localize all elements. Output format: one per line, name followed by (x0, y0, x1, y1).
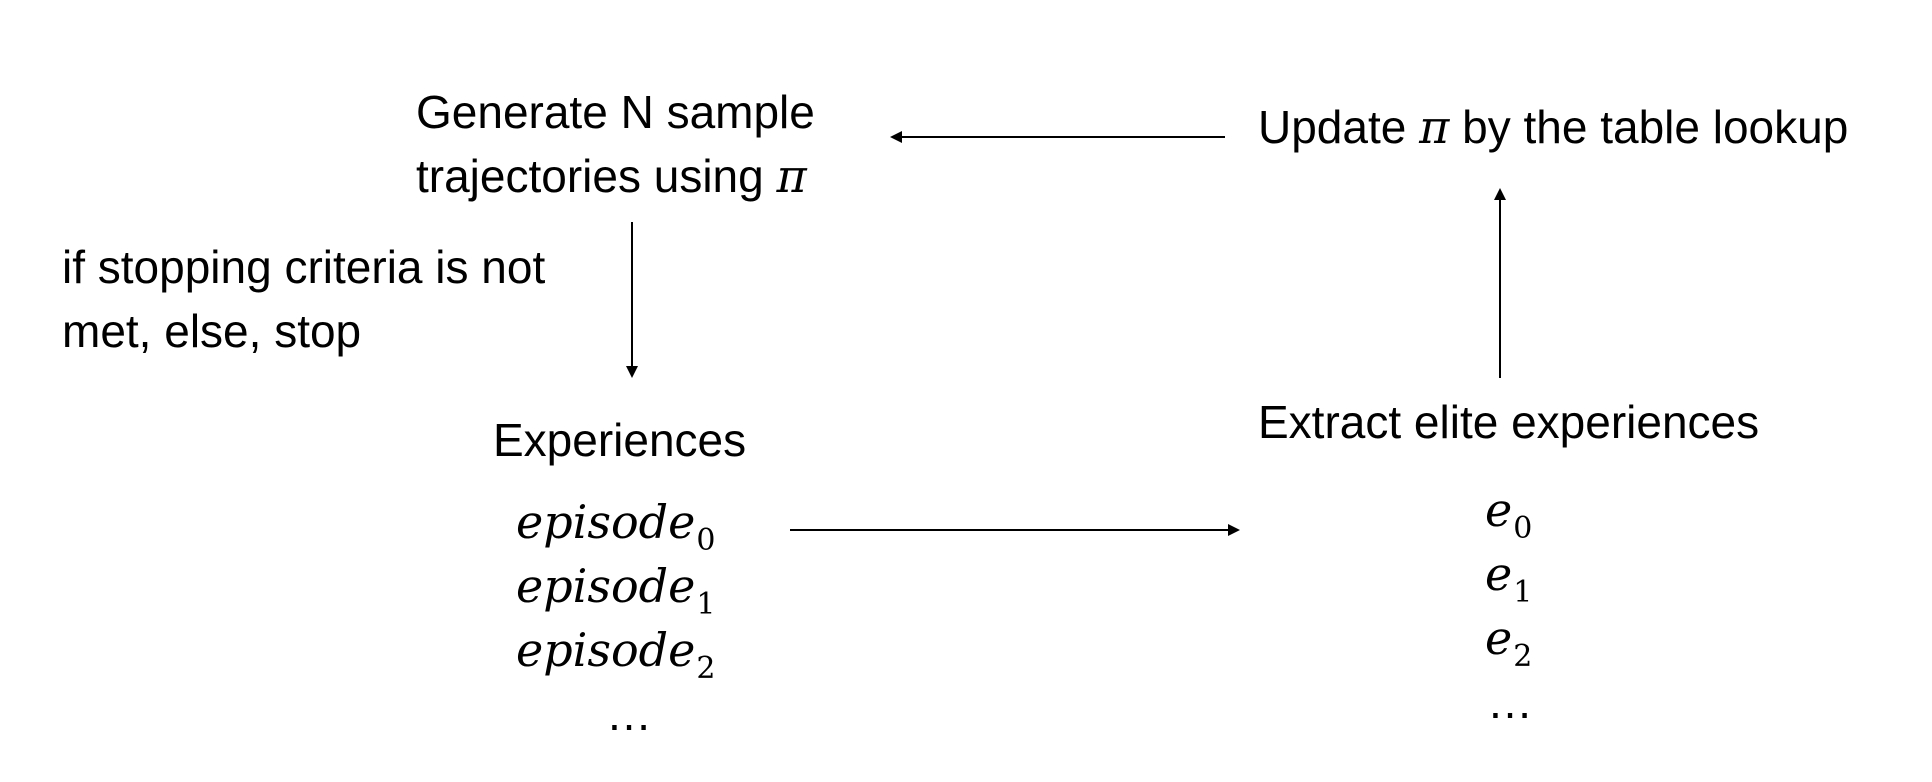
episode-symbol: episode (516, 623, 696, 677)
list-item: e2 (1485, 606, 1533, 674)
episode-subscript: 2 (696, 651, 716, 686)
episode-subscript: 0 (696, 523, 716, 558)
elite-list: e0 e1 e2 … (1485, 478, 1533, 734)
update-suffix: by the table lookup (1449, 101, 1849, 153)
condition-label: if stopping criteria is not met, else, s… (62, 235, 545, 363)
update-prefix: Update (1258, 101, 1420, 153)
list-item: episode0 (516, 490, 715, 558)
generate-line-1: Generate N sample (416, 86, 815, 138)
list-item: episode2 (516, 618, 715, 686)
episode-symbol: episode (516, 495, 696, 549)
generate-node: Generate N sample trajectories using π (416, 80, 815, 208)
elite-title: Extract elite experiences (1258, 396, 1760, 448)
pi-symbol: π (776, 149, 807, 203)
elite-symbol: e (1485, 611, 1513, 665)
update-node: Update π by the table lookup (1258, 95, 1848, 159)
experiences-list: episode0 episode1 episode2 … (516, 490, 715, 746)
elite-subscript: 0 (1513, 511, 1533, 546)
generate-line-2: trajectories using π (416, 144, 815, 208)
condition-line-1: if stopping criteria is not (62, 241, 546, 293)
list-item: e0 (1485, 478, 1533, 546)
experiences-ellipsis: … (606, 688, 652, 740)
elite-subscript: 1 (1513, 575, 1533, 610)
elite-symbol: e (1485, 483, 1513, 537)
elite-symbol: e (1485, 547, 1513, 601)
experiences-title: Experiences (493, 414, 747, 466)
elite-ellipsis: … (1487, 676, 1533, 728)
list-item: episode1 (516, 554, 715, 622)
elite-subscript: 2 (1513, 639, 1533, 674)
list-item: e1 (1485, 542, 1533, 610)
generate-line-2-text: trajectories using (416, 150, 777, 202)
pi-symbol: π (1419, 100, 1450, 154)
episode-symbol: episode (516, 559, 696, 613)
condition-line-2: met, else, stop (62, 305, 362, 357)
episode-subscript: 1 (696, 587, 716, 622)
